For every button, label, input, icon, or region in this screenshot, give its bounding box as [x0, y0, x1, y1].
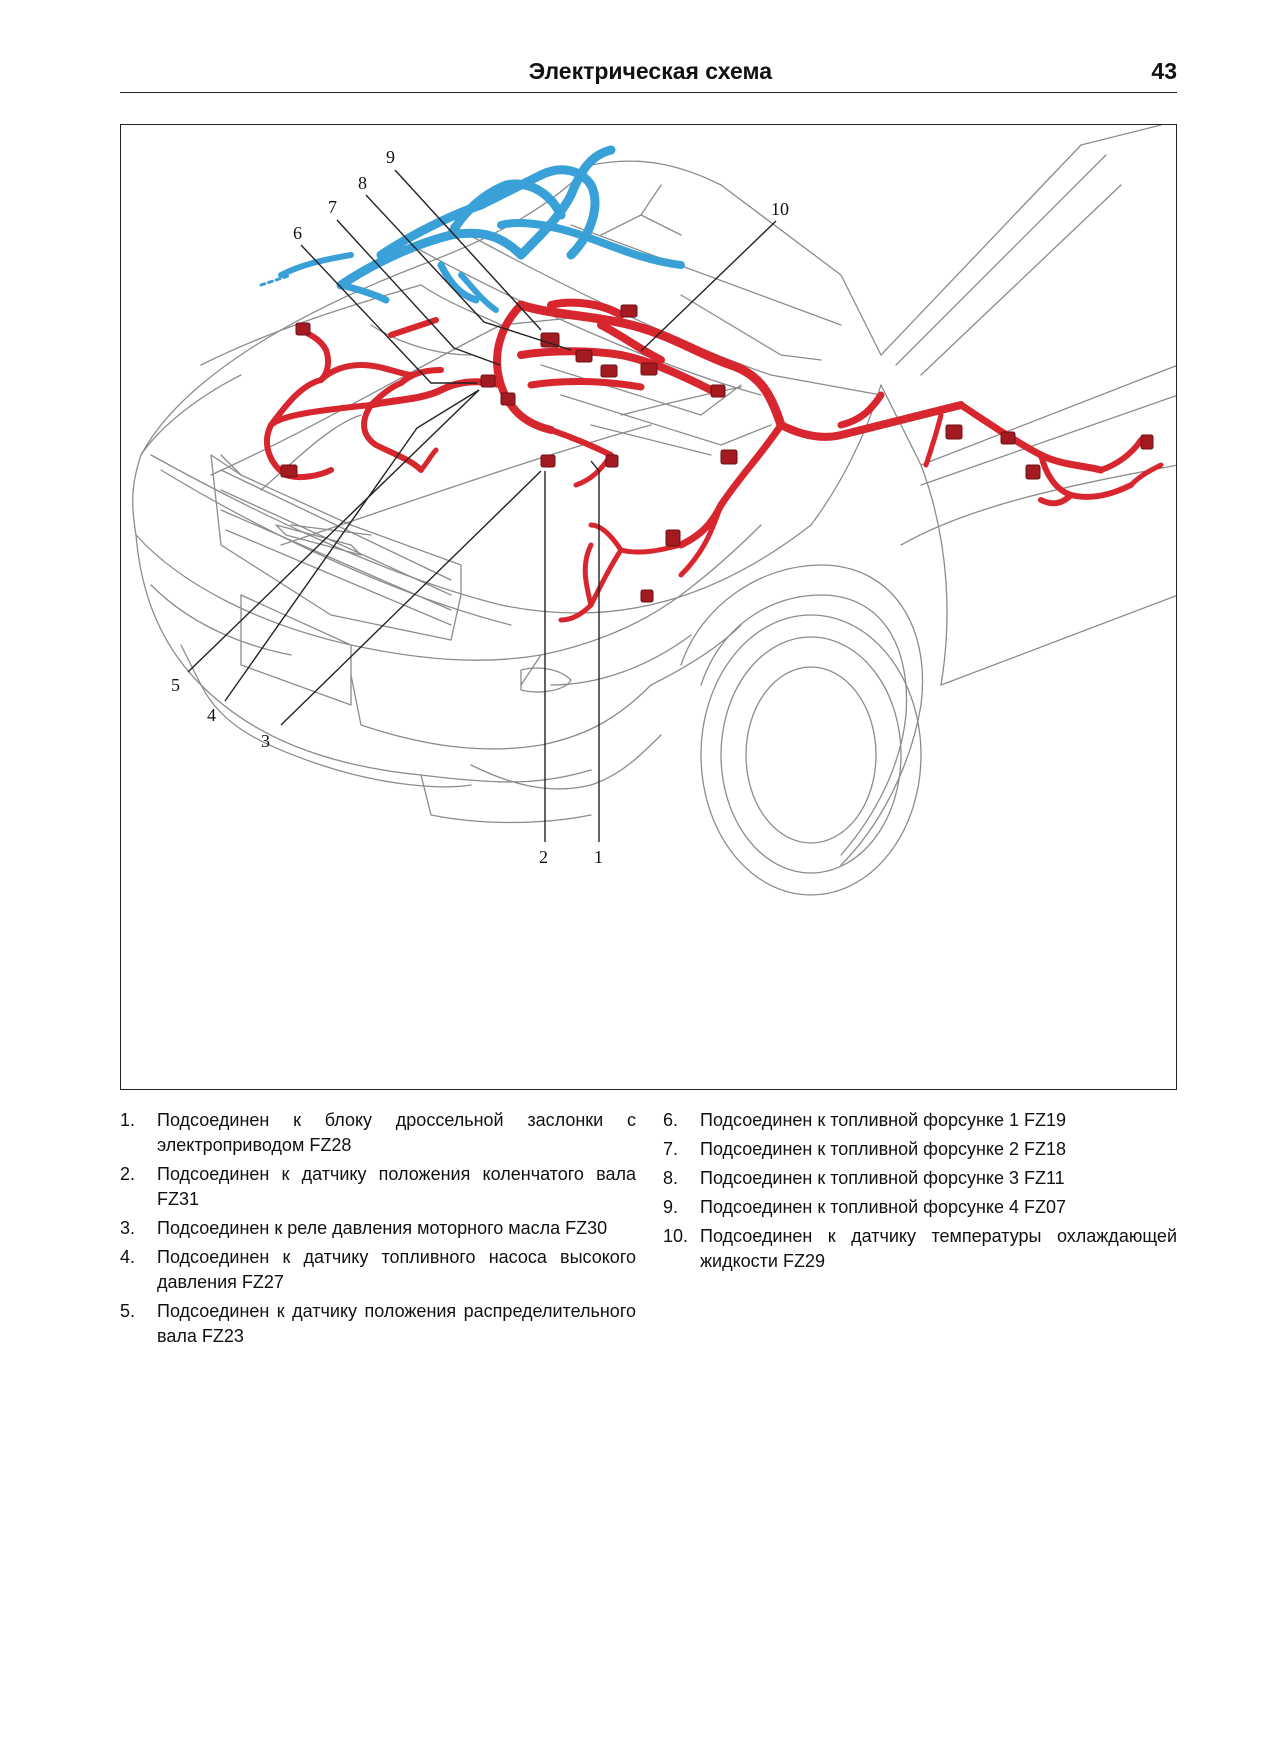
- leader-line-7: [336, 219, 501, 366]
- callout-2: 2: [539, 847, 548, 867]
- callout-10: 10: [771, 199, 789, 219]
- page-title: Электрическая схема: [528, 58, 772, 84]
- leader-line-8: [365, 194, 572, 351]
- legend-item: 8. Подсоединен к топливной форсунке 3 FZ…: [663, 1166, 1177, 1191]
- page-header: Электрическая схема 43: [120, 52, 1177, 93]
- legend-item-number: 1.: [120, 1110, 136, 1130]
- legend-item-number: 5.: [120, 1301, 136, 1321]
- wiring-diagram-figure: 1 2 3 4 5 6 7 8 9 10: [120, 124, 1177, 1090]
- car-body-outline: [132, 125, 1176, 896]
- callout-6: 6: [293, 223, 302, 243]
- legend-item: 3. Подсоединен к реле давления моторного…: [120, 1216, 636, 1241]
- legend-item-number: 4.: [120, 1247, 136, 1267]
- callout-1: 1: [594, 847, 603, 867]
- legend-item-text: Подсоединен к топливной форсунке 3 FZ11: [700, 1168, 1065, 1188]
- legend-item: 4. Подсоединен к датчику топливного насо…: [120, 1245, 636, 1295]
- leader-line-3: [280, 470, 542, 726]
- callout-5: 5: [171, 675, 180, 695]
- legend-item-number: 6.: [663, 1110, 679, 1130]
- legend-item-text: Подсоединен к топливной форсунке 2 FZ18: [700, 1139, 1067, 1159]
- blue-harness: [259, 145, 685, 313]
- legend-item-text: Подсоединен к реле давления моторного ма…: [157, 1218, 608, 1238]
- legend-item-text: Подсоединен к датчику положения коленчат…: [157, 1164, 636, 1209]
- callout-8: 8: [358, 173, 367, 193]
- legend-right-column: 6. Подсоединен к топливной форсунке 1 FZ…: [663, 1108, 1177, 1278]
- connectors: [280, 304, 1154, 603]
- legend-item-text: Подсоединен к датчику температуры охлажд…: [700, 1226, 1177, 1271]
- callout-9: 9: [386, 147, 395, 167]
- legend-item-number: 7.: [663, 1139, 679, 1159]
- callout-4: 4: [207, 705, 216, 725]
- callout-3: 3: [261, 731, 270, 751]
- legend-left-column: 1. Подсоединен к блоку дроссельной засло…: [120, 1108, 636, 1353]
- legend-item-number: 10.: [663, 1226, 689, 1246]
- leader-line-9: [394, 169, 542, 331]
- legend-item: 6. Подсоединен к топливной форсунке 1 FZ…: [663, 1108, 1177, 1133]
- leader-line-4: [224, 389, 480, 702]
- leader-lines: [187, 169, 777, 842]
- legend-item: 1. Подсоединен к блоку дроссельной засло…: [120, 1108, 636, 1158]
- leader-line-10: [640, 220, 777, 352]
- callouts: 1 2 3 4 5 6 7 8 9 10: [171, 147, 789, 867]
- leader-line-1: [590, 460, 600, 842]
- page-number: 43: [1151, 58, 1177, 84]
- legend-item-number: 8.: [663, 1168, 679, 1188]
- legend-item: 10. Подсоединен к датчику температуры ох…: [663, 1224, 1177, 1274]
- legend-item: 7. Подсоединен к топливной форсунке 2 FZ…: [663, 1137, 1177, 1162]
- leader-line-6: [300, 244, 477, 384]
- legend-item-text: Подсоединен к датчику положения распреде…: [157, 1301, 636, 1346]
- wiring-diagram: 1 2 3 4 5 6 7 8 9 10: [132, 125, 1176, 896]
- legend-item-number: 9.: [663, 1197, 679, 1217]
- legend-item: 5. Подсоединен к датчику положения распр…: [120, 1299, 636, 1349]
- engine-harness: [264, 298, 1164, 623]
- legend-item-number: 3.: [120, 1218, 136, 1238]
- legend-item: 2. Подсоединен к датчику положения колен…: [120, 1162, 636, 1212]
- legend-item-text: Подсоединен к топливной форсунке 1 FZ19: [700, 1110, 1067, 1130]
- legend-item: 9. Подсоединен к топливной форсунке 4 FZ…: [663, 1195, 1177, 1220]
- legend-item-number: 2.: [120, 1164, 136, 1184]
- callout-7: 7: [328, 197, 337, 217]
- legend-item-text: Подсоединен к топливной форсунке 4 FZ07: [700, 1197, 1067, 1217]
- legend-item-text: Подсоединен к датчику топливного насоса …: [157, 1247, 636, 1292]
- legend-item-text: Подсоединен к блоку дроссельной заслонки…: [157, 1110, 636, 1155]
- leader-line-5: [187, 389, 480, 673]
